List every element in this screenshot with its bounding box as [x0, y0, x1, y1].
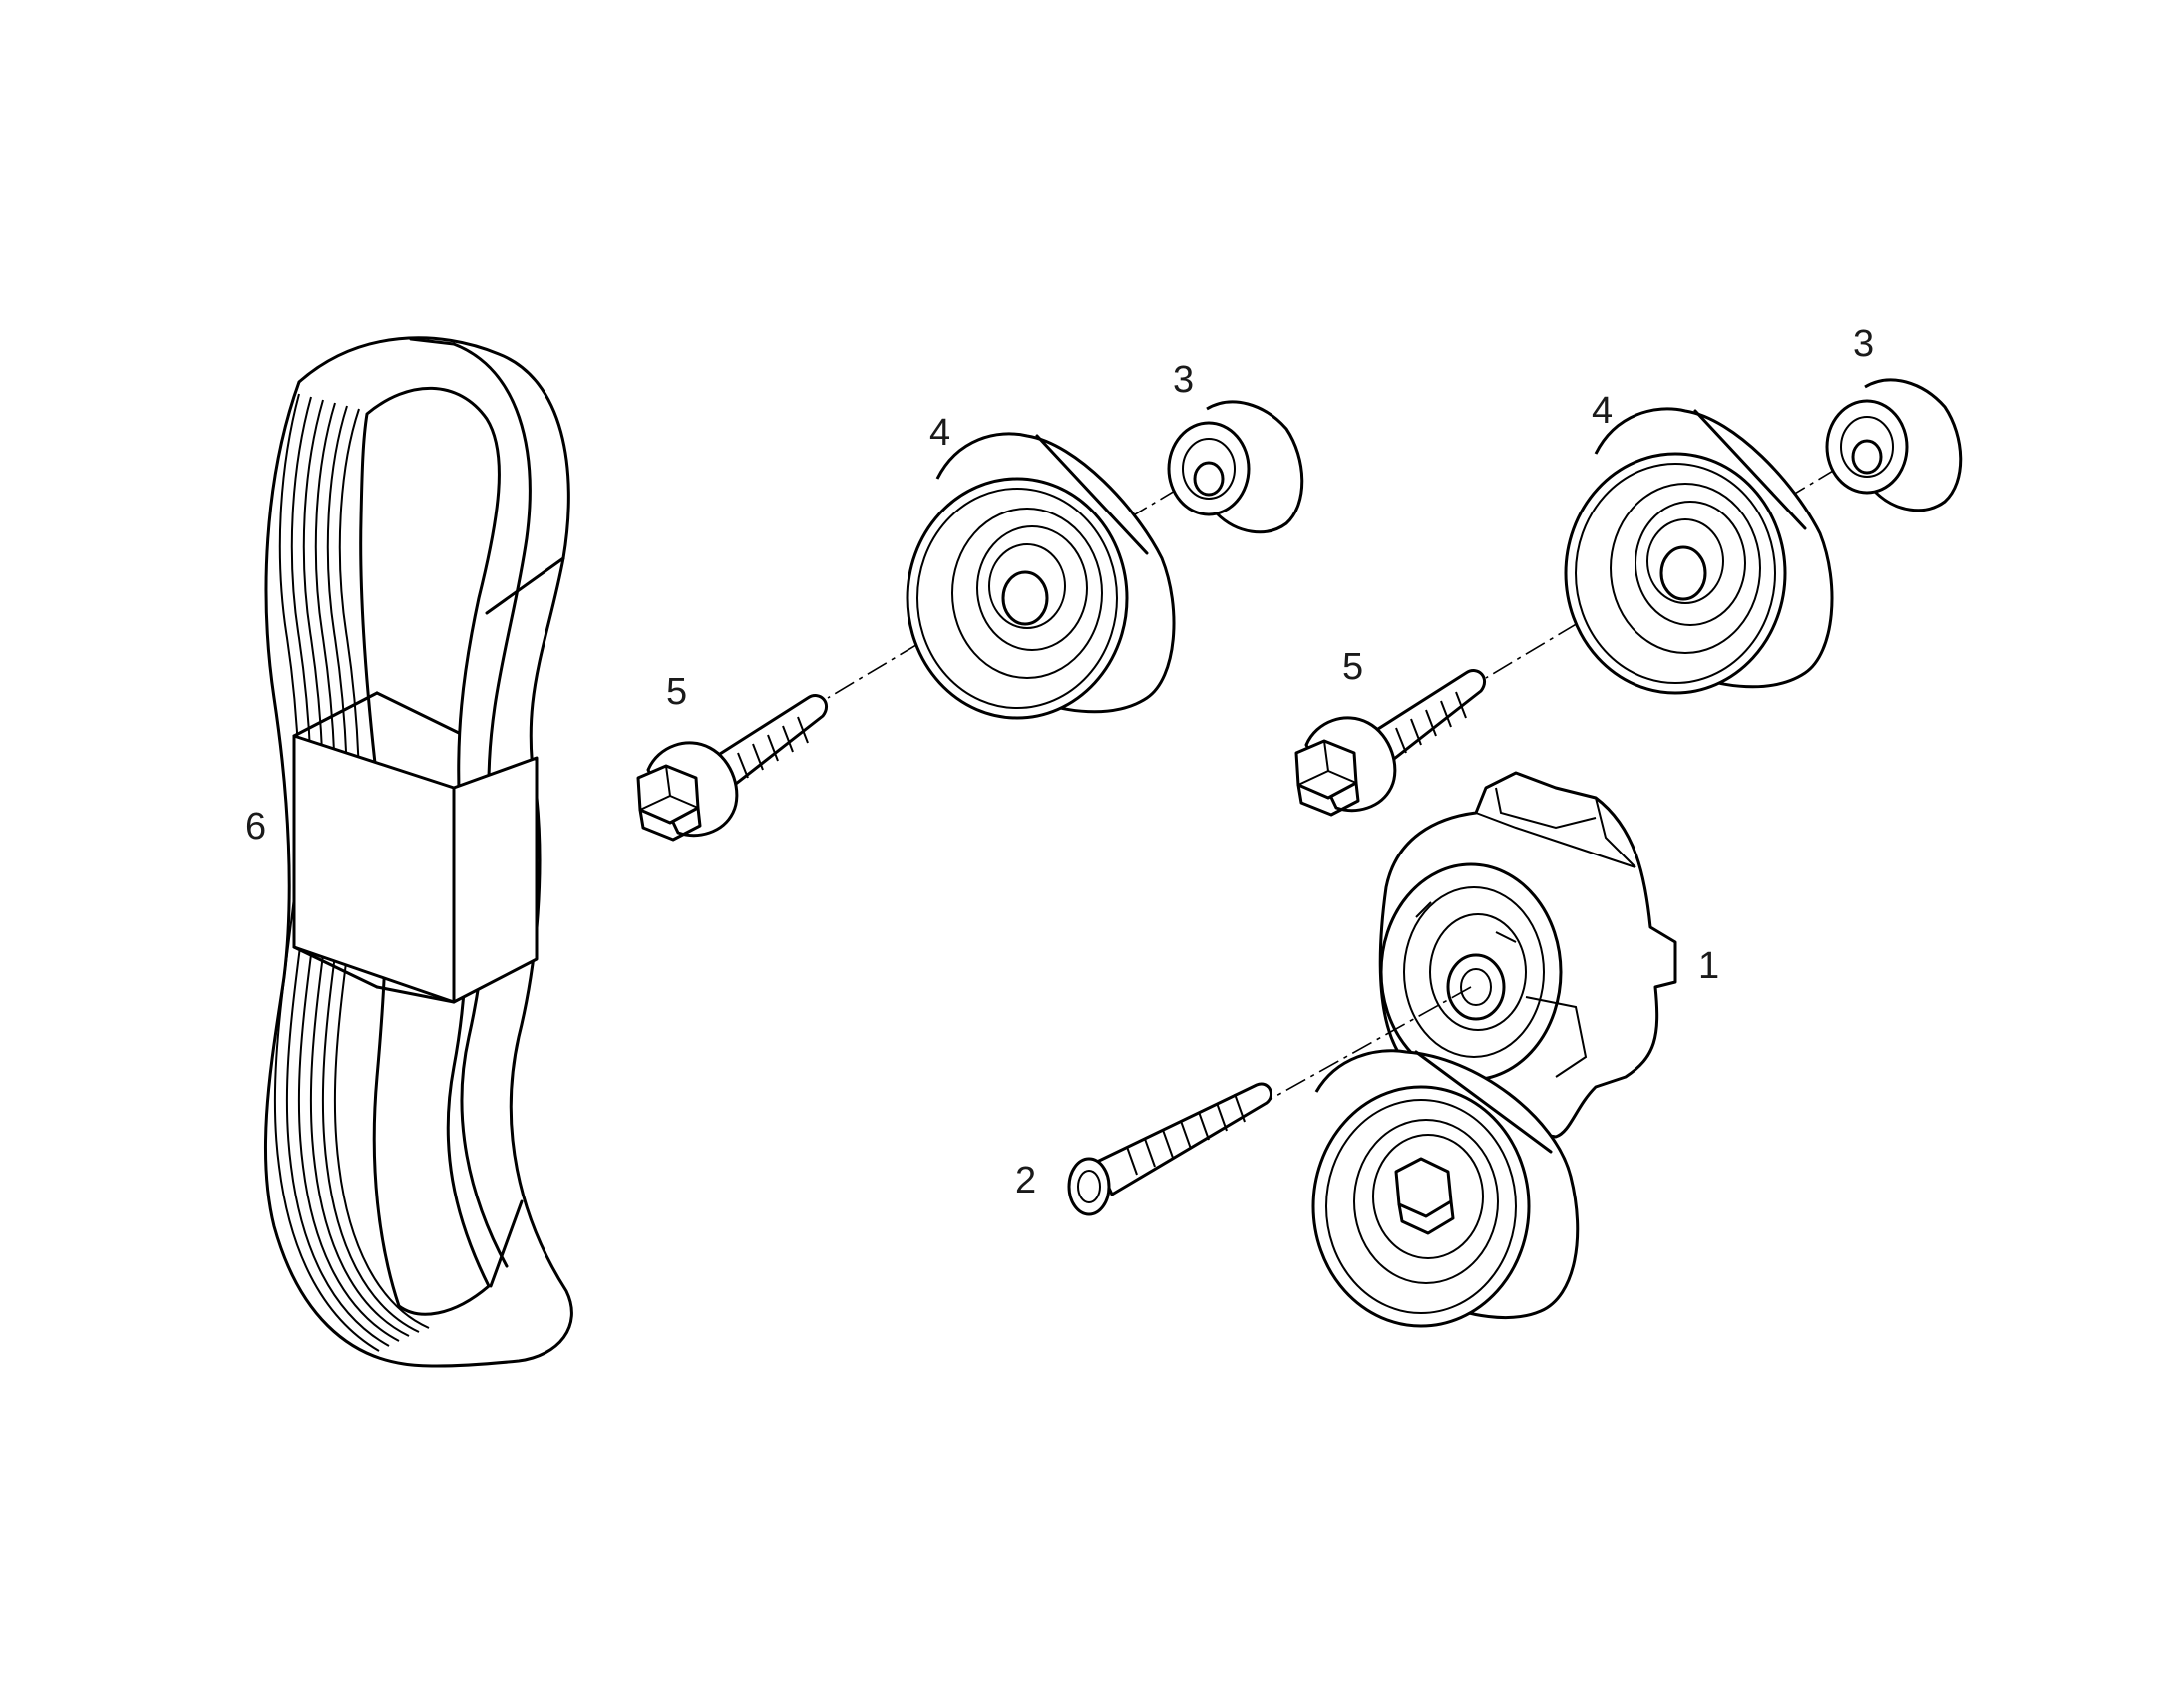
spacer-left — [1167, 400, 1304, 534]
callout-spacer-right: 3 — [1853, 323, 1875, 365]
belt-tensioner — [1311, 771, 1677, 1328]
callout-tensioner: 1 — [1698, 945, 1720, 987]
callout-idler-bolt-right: 5 — [1342, 646, 1364, 688]
axis-line-right — [1485, 448, 1871, 679]
idler-bolt-left — [636, 694, 829, 842]
spacer-right — [1825, 378, 1963, 512]
tensioner-bolt — [1067, 1082, 1272, 1216]
callout-idler-left: 4 — [929, 412, 951, 454]
callout-tensioner-bolt: 2 — [1015, 1160, 1037, 1201]
axis-line-tensioner — [1256, 986, 1472, 1108]
callout-idler-bolt-left: 5 — [666, 671, 688, 713]
callout-idler-right: 4 — [1592, 390, 1614, 432]
callout-spacer-left: 3 — [1173, 359, 1195, 401]
idler-bolt-right — [1294, 669, 1487, 817]
callout-belt: 6 — [245, 806, 267, 848]
idler-pulley-left — [906, 432, 1176, 720]
idler-pulley-right — [1564, 407, 1834, 695]
axis-line-left — [827, 468, 1213, 699]
ribbed-belt — [263, 336, 573, 1368]
